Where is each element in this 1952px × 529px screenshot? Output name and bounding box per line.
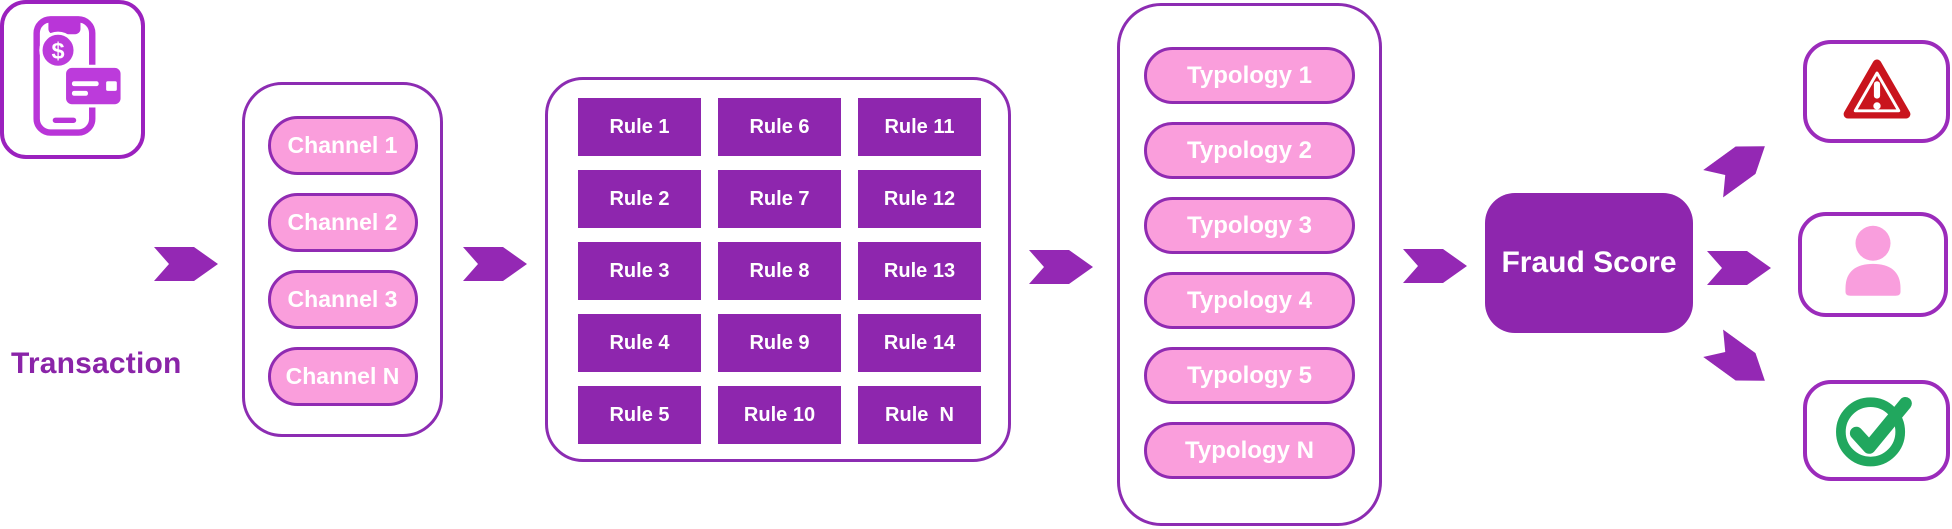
- typology-pill: Typology 2: [1144, 122, 1355, 179]
- transaction-label: Transaction: [11, 347, 182, 380]
- flow-arrow-icon: [1028, 250, 1094, 284]
- typology-pill: Typology 4: [1144, 272, 1355, 329]
- rules-container: Rule 1 Rule 2 Rule 3 Rule 4 Rule 5 Rule 6 Rule…: [545, 77, 1011, 462]
- rule-box: Rule 9: [718, 314, 841, 372]
- typology-pill: Typology 5: [1144, 347, 1355, 404]
- rule-box: Rule 11: [858, 98, 981, 156]
- rule-box: Rule 8: [718, 242, 841, 300]
- rule-box: Rule 1: [578, 98, 701, 156]
- channel-pill: Channel N: [267, 347, 418, 406]
- rule-box: Rule 10: [718, 386, 841, 444]
- rule-box: Rule 6: [718, 98, 841, 156]
- person-icon: [1833, 223, 1913, 306]
- typology-pill: Typology 3: [1144, 197, 1355, 254]
- channels-container: Channel 1 Channel 2 Channel 3 Channel N: [242, 82, 443, 437]
- flow-arrow-icon: [1706, 251, 1772, 285]
- mobile-payment-icon: $: [19, 15, 127, 144]
- svg-text:$: $: [51, 38, 64, 64]
- rule-box: Rule 4: [578, 314, 701, 372]
- channel-pill: Channel 2: [267, 193, 418, 252]
- outcome-alert-box: [1803, 40, 1950, 143]
- rule-box: Rule 13: [858, 242, 981, 300]
- flow-arrow-icon: [153, 247, 219, 281]
- rule-box: Rule 14: [858, 314, 981, 372]
- channel-pill: Channel 3: [267, 270, 418, 329]
- check-circle-icon: [1833, 388, 1921, 473]
- rule-box: Rule N: [858, 386, 981, 444]
- warning-triangle-icon: [1843, 59, 1911, 124]
- flow-arrow-icon: [462, 247, 528, 281]
- rule-box: Rule 3: [578, 242, 701, 300]
- typologies-container: Typology 1 Typology 2 Typology 3 Typology 4…: [1117, 3, 1382, 526]
- outcome-review-box: [1798, 212, 1948, 317]
- flow-arrow-up-icon: [1702, 132, 1775, 198]
- outcome-clear-box: [1803, 380, 1950, 481]
- fraud-score-label: Fraud Score: [1501, 246, 1677, 279]
- channel-pill: Channel 1: [267, 116, 418, 175]
- typology-pill: Typology N: [1144, 422, 1355, 479]
- rule-box: Rule 12: [858, 170, 981, 228]
- fraud-score-box: Fraud Score: [1485, 193, 1693, 333]
- typology-pill: Typology 1: [1144, 47, 1355, 104]
- flow-arrow-down-icon: [1702, 329, 1775, 395]
- flow-arrow-icon: [1402, 249, 1468, 283]
- rule-box: Rule 7: [718, 170, 841, 228]
- rule-box: Rule 2: [578, 170, 701, 228]
- transaction-box: $: [0, 0, 145, 159]
- rule-box: Rule 5: [578, 386, 701, 444]
